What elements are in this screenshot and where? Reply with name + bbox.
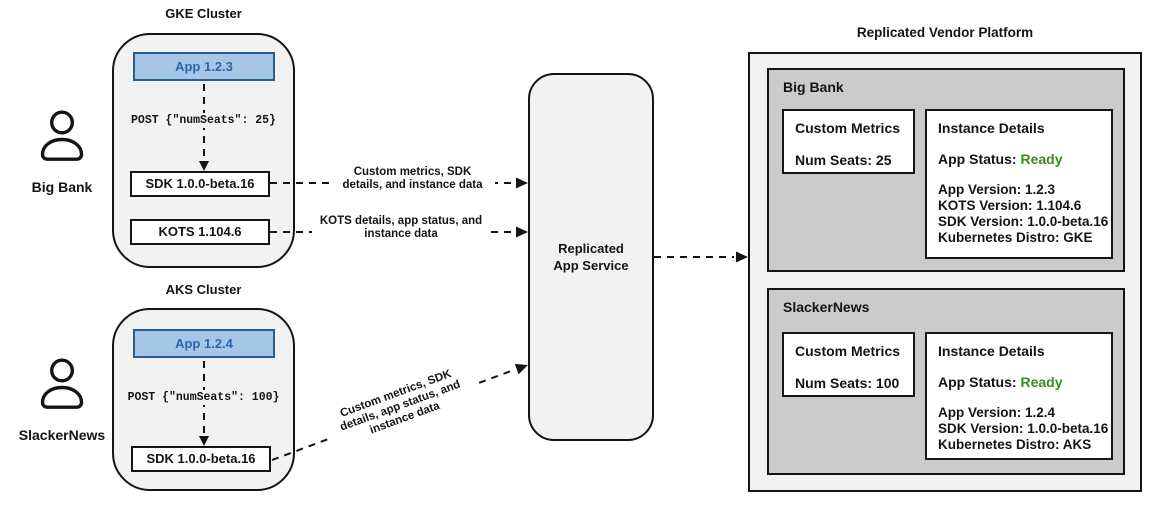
user-label: SlackerNews: [18, 427, 106, 443]
status-value: Ready: [1020, 374, 1063, 390]
person-icon: [40, 358, 84, 409]
customer-panel-slackernews: SlackerNews Custom Metrics Num Seats: 10…: [767, 288, 1125, 475]
custom-metric-value: Num Seats: 100: [795, 375, 900, 391]
service-label: Replicated App Service: [553, 241, 629, 273]
custom-metrics-box: Custom Metrics Num Seats: 100: [782, 332, 915, 397]
panel-title: Big Bank: [783, 79, 844, 95]
sdk-version-box: SDK 1.0.0-beta.16: [131, 446, 271, 472]
detail-line: Kubernetes Distro: GKE: [938, 230, 1093, 245]
customer-panel-big-bank: Big Bank Custom Metrics Num Seats: 25 In…: [767, 68, 1125, 272]
detail-lines: App Version: 1.2.4 SDK Version: 1.0.0-be…: [938, 405, 1108, 453]
arrowhead-icon: [736, 251, 748, 263]
app-status-line: App Status: Ready: [938, 151, 1063, 167]
custom-metrics-title: Custom Metrics: [795, 120, 901, 136]
post-payload-label: POST {"numSeats": 25}: [112, 110, 295, 128]
user-slackernews: SlackerNews: [10, 358, 114, 443]
panel-title: SlackerNews: [783, 299, 870, 315]
post-payload-label: POST {"numSeats": 100}: [112, 387, 295, 405]
instance-details-title: Instance Details: [938, 343, 1045, 359]
detail-line: KOTS Version: 1.104.6: [938, 198, 1082, 213]
connector-app-to-sdk-aks: [199, 361, 209, 446]
app-version-box: App 1.2.4: [133, 329, 275, 358]
flow-label-kots-details: KOTS details, app status, and instance d…: [312, 215, 490, 241]
flow-sdk-aks-to-service: [271, 363, 528, 461]
person-icon: [40, 110, 84, 161]
detail-line: App Version: 1.2.3: [938, 182, 1056, 197]
arrowhead-icon: [516, 177, 528, 189]
custom-metrics-title: Custom Metrics: [795, 343, 901, 359]
flow-label-custom-metrics: Custom metrics, SDK details, and instanc…: [330, 166, 495, 192]
user-label: Big Bank: [31, 179, 93, 195]
app-status-line: App Status: Ready: [938, 374, 1063, 390]
detail-line: SDK Version: 1.0.0-beta.16: [938, 421, 1109, 436]
detail-line: Kubernetes Distro: AKS: [938, 437, 1092, 452]
kots-version-box: KOTS 1.104.6: [130, 219, 270, 245]
instance-details-title: Instance Details: [938, 120, 1045, 136]
instance-details-box: Instance Details App Status: Ready App V…: [925, 109, 1113, 259]
arrowhead-icon: [199, 161, 209, 171]
arrowhead-icon: [516, 226, 528, 238]
sdk-version-box: SDK 1.0.0-beta.16: [130, 171, 270, 197]
custom-metric-value: Num Seats: 25: [795, 152, 892, 168]
instance-details-box: Instance Details App Status: Ready App V…: [925, 332, 1113, 460]
platform-title: Replicated Vendor Platform: [856, 25, 1034, 40]
app-version-box: App 1.2.3: [133, 52, 275, 81]
detail-line: App Version: 1.2.4: [938, 405, 1056, 420]
detail-line: SDK Version: 1.0.0-beta.16: [938, 214, 1109, 229]
flow-service-to-platform: [654, 251, 748, 263]
arrowhead-icon: [514, 363, 528, 375]
cluster-title-aks: AKS Cluster: [165, 282, 242, 297]
arrowhead-icon: [199, 436, 209, 446]
cluster-title-gke: GKE Cluster: [165, 6, 242, 21]
status-value: Ready: [1020, 151, 1063, 167]
user-big-bank: Big Bank: [20, 110, 104, 195]
custom-metrics-box: Custom Metrics Num Seats: 25: [782, 109, 915, 174]
service-box: Replicated App Service: [528, 73, 654, 441]
detail-lines: App Version: 1.2.3 KOTS Version: 1.104.6…: [938, 182, 1108, 246]
